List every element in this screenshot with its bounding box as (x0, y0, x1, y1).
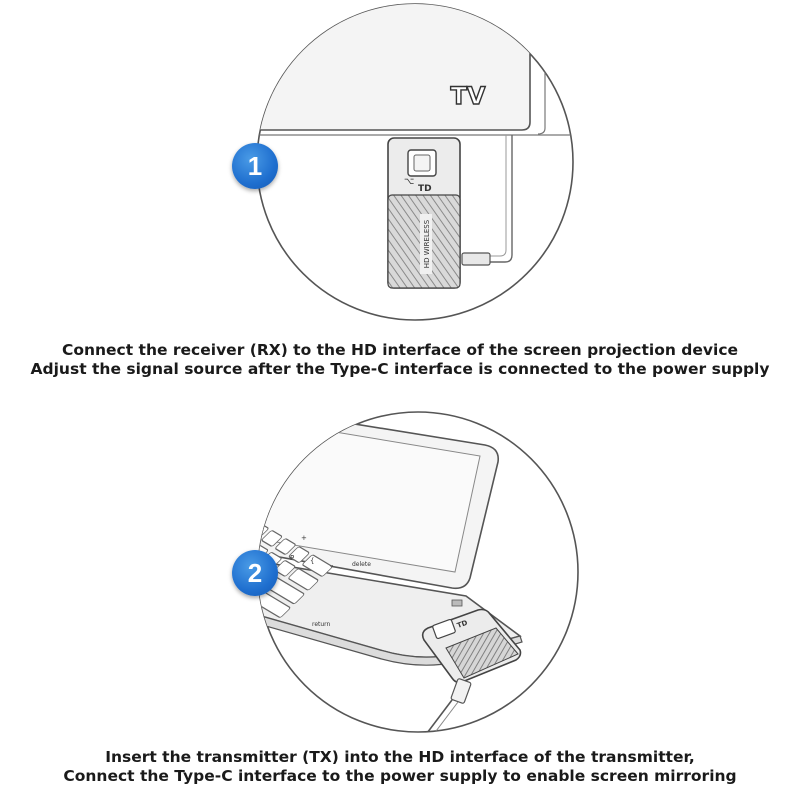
step-2-panel: + P { " delete return TD 2 Insert the (0, 400, 800, 800)
step-2-caption-line-2: Connect the Type-C interface to the powe… (63, 767, 737, 785)
step-2-illustration: + P { " delete return TD (257, 411, 579, 733)
step-1-caption: Connect the receiver (RX) to the HD inte… (0, 341, 800, 379)
step-1-caption-line-1: Connect the receiver (RX) to the HD inte… (61, 341, 739, 359)
key-label-delete: delete (352, 561, 371, 568)
tv-screen (257, 4, 531, 131)
key-label-brace: { (310, 557, 314, 565)
key-label-plus: + (301, 534, 307, 542)
key-label-return: return (312, 621, 331, 628)
receiver-label: HD WIRELESS (423, 219, 431, 268)
receiver-dongle: TD ⌥ HD WIRELESS (387, 137, 461, 289)
tv-label: TV (451, 82, 486, 110)
step-2-badge: 2 (232, 550, 278, 596)
receiver-brand: TD (418, 184, 432, 194)
step-1-badge: 1 (232, 143, 278, 189)
svg-text:⌥: ⌥ (404, 177, 414, 187)
step-2-caption: Insert the transmitter (TX) into the HD … (0, 748, 800, 786)
key-label-p: P (290, 554, 294, 562)
step-1-caption-line-2: Adjust the signal source after the Type-… (30, 360, 770, 378)
transmitter-dongle: TD (421, 608, 522, 684)
step-1-panel: TD ⌥ HD WIRELESS TV 1 Connect the receiv… (0, 3, 800, 379)
transmitter-brand: TD (456, 619, 469, 630)
step-2-caption-line-1: Insert the transmitter (TX) into the HD … (105, 748, 695, 766)
step-1-illustration: TD ⌥ HD WIRELESS TV (256, 3, 574, 321)
key-label-quote: " (330, 564, 333, 572)
